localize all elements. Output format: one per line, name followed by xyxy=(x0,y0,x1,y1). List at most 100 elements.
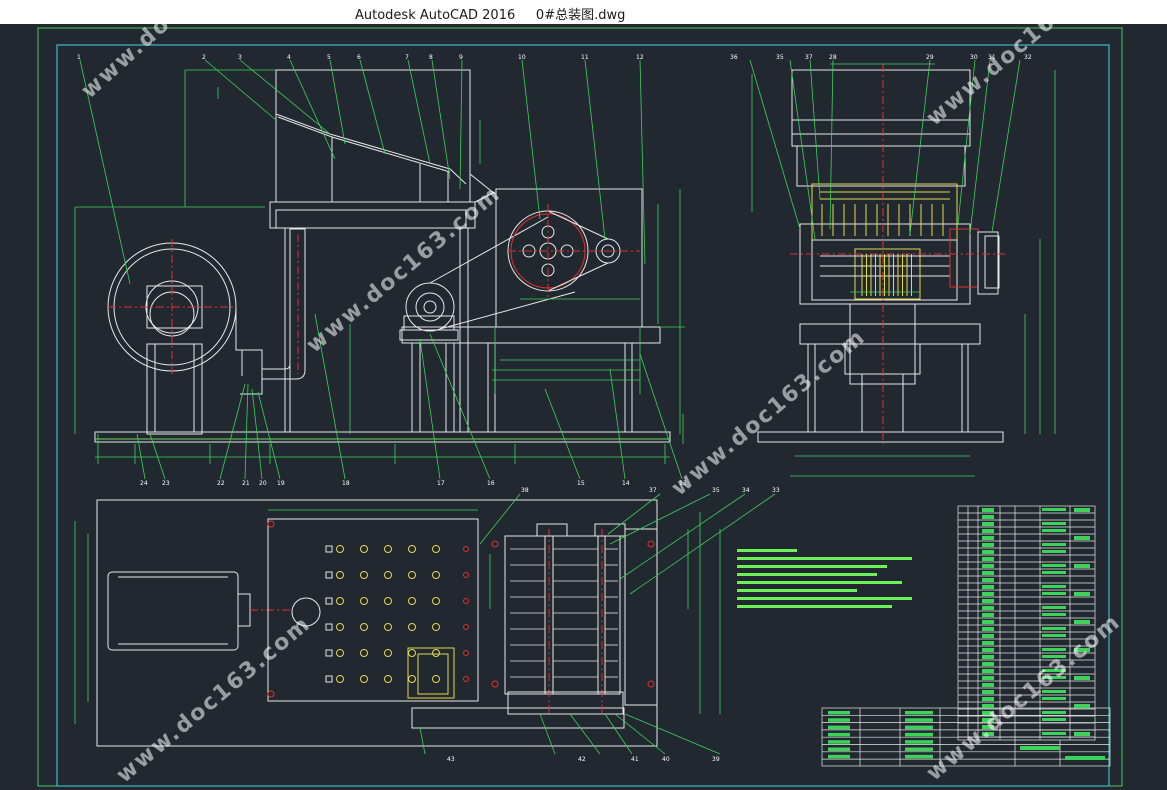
table-entry xyxy=(1042,648,1066,651)
part-label: 18 xyxy=(342,480,350,487)
part-label: 22 xyxy=(217,480,225,487)
table-entry xyxy=(1074,648,1090,652)
outer-frame xyxy=(37,27,1123,787)
title-entry xyxy=(905,740,933,744)
part-label: 36 xyxy=(730,54,738,61)
table-entry xyxy=(982,704,994,708)
title-entry xyxy=(1020,746,1060,750)
part-label: 29 xyxy=(926,54,934,61)
table-entry xyxy=(1042,711,1066,714)
part-label: 8 xyxy=(429,54,433,61)
bolt-bracket xyxy=(325,623,333,631)
table-entry xyxy=(1074,508,1090,512)
part-label: 3 xyxy=(238,54,242,61)
part-label: 10 xyxy=(518,54,526,61)
part-label: 5 xyxy=(327,54,331,61)
table-entry xyxy=(982,550,994,554)
part-label: 41 xyxy=(631,756,639,763)
bolt-hole xyxy=(432,571,440,579)
anchor-hole xyxy=(647,680,655,688)
table-entry xyxy=(1042,508,1066,511)
bolt-hole xyxy=(432,675,440,683)
title-entry xyxy=(905,718,933,722)
marker xyxy=(463,546,469,552)
part-label: 42 xyxy=(578,756,586,763)
marker xyxy=(463,572,469,578)
note-line xyxy=(737,605,892,608)
table-entry xyxy=(982,578,994,582)
anchor-hole xyxy=(491,680,499,688)
part-label: 39 xyxy=(712,756,720,763)
side-view xyxy=(757,64,1005,444)
inner-border xyxy=(56,44,1110,787)
title-entry xyxy=(828,725,850,730)
title-block-marks xyxy=(828,508,1105,760)
part-label: 43 xyxy=(447,756,455,763)
marker xyxy=(463,676,469,682)
cad-drawing[interactable]: 1 2 3 4 5 6 7 8 9 10 11 12 24 23 22 21 2… xyxy=(0,24,1167,790)
part-label: 38 xyxy=(521,487,529,494)
bolt-hole xyxy=(408,545,416,553)
table-entry xyxy=(1042,522,1066,525)
table-entry xyxy=(982,711,994,715)
bolt-bracket xyxy=(325,545,333,553)
part-label: 37 xyxy=(649,487,657,494)
part-label: 20 xyxy=(259,480,267,487)
side-view-dimensions xyxy=(749,59,1056,477)
side-part-labels: 36 35 37 28 29 30 31 32 xyxy=(730,54,1032,61)
bolt-hole xyxy=(336,675,344,683)
note-line xyxy=(737,557,912,560)
part-label: 2 xyxy=(202,54,206,61)
table-entry xyxy=(1042,655,1066,658)
bolt-hole xyxy=(408,623,416,631)
table-entry xyxy=(982,543,994,547)
table-entry xyxy=(982,522,994,526)
table-entry xyxy=(1074,592,1090,596)
table-entry xyxy=(1042,550,1066,553)
part-label: 23 xyxy=(162,480,170,487)
plan-hammers xyxy=(510,548,618,678)
part-label: 13 xyxy=(679,480,687,487)
table-entry xyxy=(982,725,994,729)
table-entry xyxy=(982,613,994,617)
part-label: 40 xyxy=(662,756,670,763)
bolt-hole xyxy=(384,571,392,579)
part-label: 12 xyxy=(636,54,644,61)
part-label: 32 xyxy=(1024,54,1032,61)
table-entry xyxy=(1042,613,1066,616)
plan-view xyxy=(96,499,658,747)
table-entry xyxy=(1042,543,1066,546)
bolt-hole xyxy=(384,675,392,683)
table-entry xyxy=(982,529,994,533)
bolt-hole xyxy=(408,571,416,579)
part-label: 4 xyxy=(287,54,291,61)
anchor-hole xyxy=(647,540,655,548)
table-entry xyxy=(1074,536,1090,540)
table-entry xyxy=(982,683,994,687)
part-label: 17 xyxy=(437,480,445,487)
front-view xyxy=(94,69,671,443)
note-line xyxy=(737,589,857,592)
note-line xyxy=(737,549,797,552)
table-entry xyxy=(982,690,994,694)
table-entry xyxy=(982,515,994,519)
table-entry xyxy=(982,634,994,638)
part-label: 19 xyxy=(277,480,285,487)
bolt-hole xyxy=(432,597,440,605)
part-label: 16 xyxy=(487,480,495,487)
title-entry xyxy=(828,732,850,737)
part-label: 30 xyxy=(970,54,978,61)
anchor-hole xyxy=(491,540,499,548)
bolt-hole xyxy=(360,623,368,631)
bolt-bracket xyxy=(325,649,333,657)
bolt-bracket xyxy=(325,597,333,605)
title-entry xyxy=(905,711,933,715)
window-title: Autodesk AutoCAD 2016 0#总装图.dwg xyxy=(355,8,626,23)
parts-list xyxy=(821,505,1111,767)
part-label: 1 xyxy=(77,54,81,61)
table-entry xyxy=(1042,718,1066,721)
note-line xyxy=(737,597,912,600)
table-entry xyxy=(982,536,994,540)
table-entry xyxy=(1042,606,1066,609)
